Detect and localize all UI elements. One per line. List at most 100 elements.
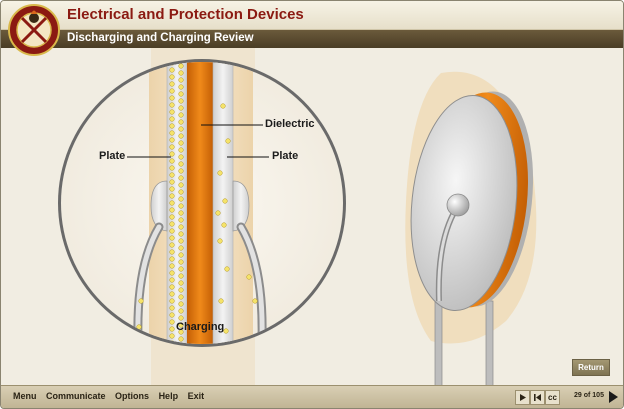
communicate-link[interactable]: Communicate: [46, 391, 106, 401]
charge-dot: [169, 263, 175, 269]
charge-dot: [178, 245, 184, 251]
charge-dot: [178, 294, 184, 300]
charge-dot: [169, 109, 175, 115]
charge-dot: [169, 116, 175, 122]
charge-dot: [178, 217, 184, 223]
charge-dot: [169, 172, 175, 178]
skip-back-icon: [534, 394, 541, 401]
charge-dot: [178, 336, 184, 342]
charge-dot: [178, 105, 184, 111]
charge-dot: [178, 140, 184, 146]
charge-dot: [178, 98, 184, 104]
charge-dot: [169, 186, 175, 192]
skip-back-button[interactable]: [530, 390, 545, 405]
right-plate-label: Plate: [272, 150, 299, 162]
charge-dot: [169, 165, 175, 171]
charge-dot: [224, 266, 230, 272]
charge-dot: [178, 280, 184, 286]
charge-dot: [169, 305, 175, 311]
charge-dot: [169, 144, 175, 150]
charge-dot: [169, 326, 175, 332]
footer-bar: Menu Communicate Options Help Exit cc 29…: [1, 385, 623, 408]
charge-dot: [169, 298, 175, 304]
page-subtitle: Discharging and Charging Review: [67, 32, 254, 44]
charge-dot: [169, 319, 175, 325]
charge-dot: [178, 182, 184, 188]
options-link[interactable]: Options: [115, 391, 150, 401]
charge-dot: [169, 228, 175, 234]
charge-dot: [169, 137, 175, 143]
charge-dot: [178, 203, 184, 209]
title-bar: Electrical and Protection Devices: [1, 1, 623, 30]
charge-dot: [178, 91, 184, 97]
charge-dot: [178, 273, 184, 279]
left-plate-label: Plate: [99, 150, 126, 162]
return-button[interactable]: Return: [572, 359, 610, 376]
charge-dot: [169, 81, 175, 87]
charge-dot: [169, 179, 175, 185]
closed-caption-button[interactable]: cc: [545, 390, 560, 405]
charge-dot: [169, 74, 175, 80]
charge-dot: [178, 308, 184, 314]
charge-dot: [169, 242, 175, 248]
charge-dot: [178, 112, 184, 118]
charge-dot: [246, 274, 252, 280]
charge-dot: [178, 231, 184, 237]
help-link[interactable]: Help: [158, 391, 179, 401]
charge-dot: [178, 210, 184, 216]
exit-link[interactable]: Exit: [187, 391, 205, 401]
play-icon: [520, 394, 526, 401]
charge-dot: [169, 123, 175, 129]
charge-dot: [217, 238, 223, 244]
charge-dot: [220, 103, 226, 109]
charge-dot: [178, 154, 184, 160]
charge-dot: [178, 259, 184, 265]
charge-dot: [178, 70, 184, 76]
charge-dot: [223, 328, 229, 334]
charge-dot: [178, 147, 184, 153]
charge-dot: [169, 277, 175, 283]
charge-dot: [178, 322, 184, 328]
charge-dot: [178, 126, 184, 132]
charge-dot: [178, 168, 184, 174]
charge-dot: [178, 63, 184, 69]
charge-dot: [169, 102, 175, 108]
charge-dot: [178, 196, 184, 202]
charge-dot: [169, 284, 175, 290]
charge-dot: [178, 287, 184, 293]
subtitle-bar: Discharging and Charging Review: [1, 30, 623, 48]
charge-dot: [169, 158, 175, 164]
charge-dot: [169, 270, 175, 276]
charge-dot: [169, 151, 175, 157]
charge-dot: [178, 77, 184, 83]
page-title: Electrical and Protection Devices: [67, 6, 304, 23]
play-button[interactable]: [515, 390, 530, 405]
charge-dot: [178, 84, 184, 90]
charge-dot: [169, 200, 175, 206]
charge-dot: [178, 189, 184, 195]
charging-caption: Charging: [176, 321, 225, 333]
charge-dot: [169, 130, 175, 136]
charge-dot: [178, 119, 184, 125]
page-counter: 29 of 105: [574, 392, 604, 399]
menu-link[interactable]: Menu: [13, 391, 37, 401]
charge-dot: [169, 95, 175, 101]
charge-dot: [178, 238, 184, 244]
ordnance-corps-logo: [8, 4, 60, 56]
charge-dot: [169, 256, 175, 262]
charge-dot: [138, 298, 144, 304]
charge-dot: [215, 210, 221, 216]
charge-dot: [217, 170, 223, 176]
charge-dot: [218, 298, 224, 304]
charge-dot: [178, 161, 184, 167]
charge-dot: [169, 207, 175, 213]
capacitor-3d: [405, 71, 537, 387]
charge-dot: [169, 312, 175, 318]
charge-dot: [169, 291, 175, 297]
charge-dot: [169, 193, 175, 199]
charge-dot: [178, 301, 184, 307]
next-button[interactable]: [607, 390, 619, 403]
footer-menu: Menu Communicate Options Help Exit: [13, 391, 211, 401]
charge-dot: [222, 198, 228, 204]
